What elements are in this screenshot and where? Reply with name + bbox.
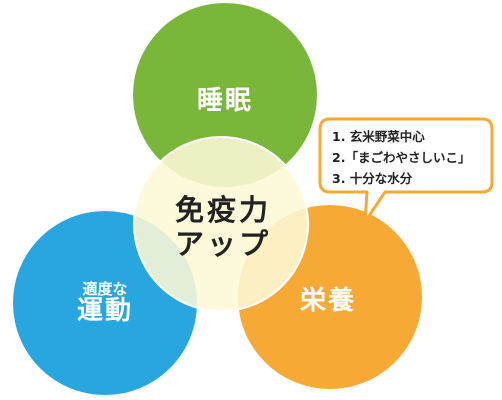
nutrition-tips-list: 1. 玄米野菜中心 2.「まごわやさしいこ」 3. 十分な水分 xyxy=(332,126,492,189)
exercise-label: 適度な 運動 xyxy=(45,280,165,326)
immunity-label: 免疫力 アップ xyxy=(158,193,288,261)
immunity-center-circle xyxy=(133,136,309,312)
nutrition-tip-2: 2.「まごわやさしいこ」 xyxy=(332,150,471,165)
nutrition-tip-1: 1. 玄米野菜中心 xyxy=(332,129,425,144)
immunity-label-line2: アップ xyxy=(174,227,271,262)
nutrition-tip-3: 3. 十分な水分 xyxy=(332,171,413,186)
exercise-label-large: 運動 xyxy=(76,295,133,326)
exercise-label-small: 適度な xyxy=(82,280,128,298)
sleep-circle xyxy=(133,3,317,187)
immunity-label-line1: 免疫力 xyxy=(174,193,271,227)
speech-bubble xyxy=(318,117,494,224)
nutrition-label: 栄養 xyxy=(299,286,356,316)
sleep-label: 睡眠 xyxy=(196,86,253,116)
